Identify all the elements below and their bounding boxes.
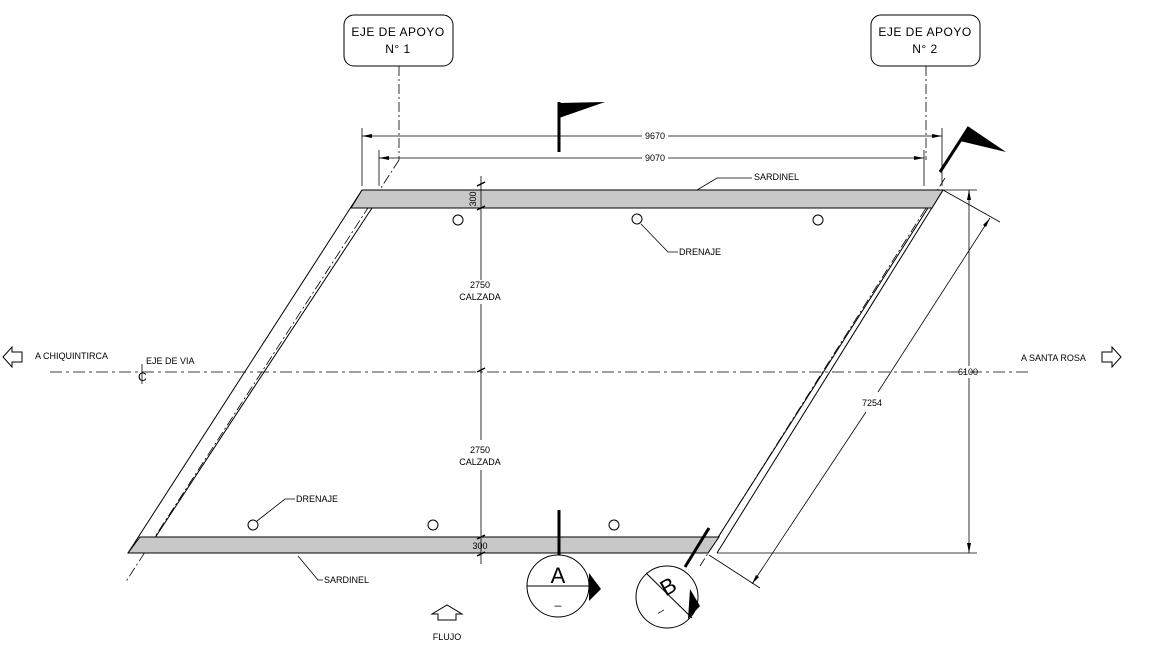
flow-arrow-icon [430, 604, 464, 621]
drain-hole [427, 519, 439, 531]
label-flow: FLUJO [433, 632, 462, 642]
label-carriageway-upper: CALZADA [459, 292, 501, 302]
leader-curb-top [696, 177, 752, 191]
curb-top [350, 189, 944, 209]
section-b-marker: B _ [635, 527, 711, 629]
direction-arrow-icon [2, 345, 23, 369]
curb-bottom [127, 536, 720, 554]
drain-hole [452, 214, 464, 226]
support-axis-1-skew [124, 159, 400, 584]
dim-top-inner-value: 9070 [645, 153, 665, 163]
centerline-symbol: C [138, 364, 147, 384]
drain-hole [608, 519, 620, 531]
support-axis-1-title: EJE DE APOYO [351, 25, 444, 39]
dim-curb-top-value: 300 [468, 191, 478, 206]
dim-lane-upper-value: 2750 [470, 280, 490, 290]
section-a-marker: A _ [526, 510, 601, 618]
support-axis-1-number: N° 1 [385, 42, 410, 56]
flag-icon [938, 126, 1006, 173]
deck-outline [127, 189, 944, 554]
dim-top-outer-value: 9670 [645, 131, 665, 141]
drain-hole [247, 519, 259, 531]
dim-skew-width: 7254 [708, 189, 1001, 589]
label-carriageway-lower: CALZADA [459, 457, 501, 467]
dim-width-total-value: 6100 [958, 367, 978, 377]
drain-holes [247, 213, 824, 531]
support-axis-1-label: EJE DE APOYO N° 1 [343, 14, 454, 67]
label-curb-bottom: SARDINEL [324, 575, 369, 585]
leader-drain-top [640, 223, 678, 253]
label-to-left: A CHIQUINTIRCA [35, 351, 108, 361]
leader-curb-bottom [297, 555, 323, 581]
drain-hole [631, 213, 643, 225]
support-axis-2-label: EJE DE APOYO N° 2 [870, 14, 981, 67]
dim-top-inner: 9070 [378, 150, 925, 186]
dim-lane-lower-value: 2750 [470, 445, 490, 455]
dim-vertical-chain [476, 176, 486, 564]
svg-text:C: C [138, 370, 147, 384]
section-a-letter: A [551, 563, 566, 588]
label-drain-bottom: DRENAJE [296, 494, 338, 504]
dim-top-outer: 9670 [361, 128, 943, 186]
label-to-right: A SANTA ROSA [1021, 353, 1086, 363]
dim-width-total: 6100 [717, 189, 978, 554]
dim-skew-width-value: 7254 [862, 398, 882, 408]
label-drain-top: DRENAJE [679, 247, 721, 257]
support-axis-2-number: N° 2 [912, 42, 937, 56]
leader-drain-bottom [256, 498, 295, 522]
label-road-axis: EJE DE VIA [146, 356, 195, 366]
dim-curb-bottom-value: 300 [472, 541, 487, 551]
support-axis-2-title: EJE DE APOYO [878, 25, 971, 39]
drain-hole [812, 214, 824, 226]
section-a-sub: _ [554, 593, 562, 607]
flag-icon [557, 102, 605, 152]
direction-arrow-icon [1101, 345, 1122, 369]
label-curb-top: SARDINEL [754, 172, 799, 182]
